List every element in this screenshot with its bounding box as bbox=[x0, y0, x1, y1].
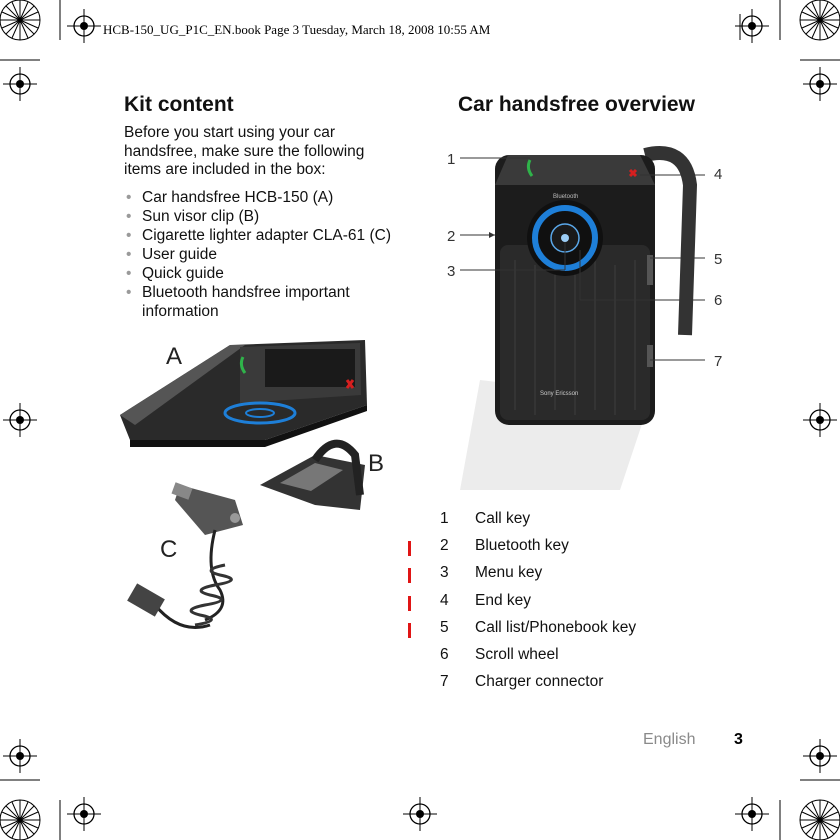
legend-label: Call list/Phonebook key bbox=[475, 619, 637, 636]
legend-number: 3 bbox=[440, 564, 449, 581]
figure-label-c: C bbox=[160, 536, 178, 563]
legend-number: 7 bbox=[440, 673, 449, 690]
legend-label: End key bbox=[475, 592, 532, 609]
page-number: 3 bbox=[734, 731, 743, 748]
legend-number: 1 bbox=[440, 510, 449, 527]
registration-mark-icon bbox=[802, 402, 838, 438]
figure-label-a: A bbox=[166, 343, 183, 370]
overview-title: Car handsfree overview bbox=[458, 93, 695, 116]
handsfree-device-illustration bbox=[120, 340, 367, 447]
figure-label-b: B bbox=[368, 450, 385, 477]
svg-text:Bluetooth: Bluetooth bbox=[553, 194, 578, 200]
registration-mark-icon bbox=[66, 8, 102, 44]
registration-mark-icon bbox=[802, 738, 838, 774]
legend-number: 2 bbox=[440, 537, 449, 554]
end-key-icon bbox=[628, 168, 638, 178]
legend-label: Menu key bbox=[475, 564, 543, 581]
change-bar bbox=[408, 623, 411, 638]
crop-mark-icon bbox=[0, 0, 41, 41]
crop-mark-icon bbox=[0, 799, 41, 840]
callout-5: 5 bbox=[714, 251, 723, 268]
cigarette-adapter-illustration bbox=[127, 482, 243, 629]
crop-mark-icon bbox=[799, 799, 840, 840]
callout-7: 7 bbox=[714, 353, 723, 370]
list-item: Sun visor clip (B) bbox=[124, 207, 424, 226]
list-item: Car handsfree HCB-150 (A) bbox=[124, 188, 424, 207]
change-bar bbox=[408, 568, 411, 583]
visor-clip-illustration bbox=[260, 439, 365, 510]
callout-1: 1 bbox=[447, 151, 456, 168]
list-item: User guide bbox=[124, 245, 424, 264]
list-item: Cigarette lighter adapter CLA-61 (C) bbox=[124, 226, 424, 245]
registration-mark-icon bbox=[2, 66, 38, 102]
callout-3: 3 bbox=[447, 263, 456, 280]
list-item: Bluetooth handsfree important informatio… bbox=[124, 283, 424, 321]
legend-label: Charger connector bbox=[475, 673, 604, 690]
legend-number: 5 bbox=[440, 619, 449, 636]
kit-intro: Before you start using your car handsfre… bbox=[124, 124, 365, 178]
call-key-icon bbox=[239, 356, 247, 374]
svg-text:Sony Ericsson: Sony Ericsson bbox=[540, 391, 578, 397]
registration-mark-icon bbox=[66, 796, 102, 832]
callout-2: 2 bbox=[447, 228, 456, 245]
legend-number: 6 bbox=[440, 646, 449, 663]
legend-label: Call key bbox=[475, 510, 531, 527]
crop-mark-icon bbox=[799, 0, 840, 41]
registration-mark-icon bbox=[2, 402, 38, 438]
device-overview-illustration: Bluetooth Sony Ericsson bbox=[460, 146, 705, 490]
kit-list: Car handsfree HCB-150 (A) Sun visor clip… bbox=[124, 188, 424, 321]
footer-language: English bbox=[643, 731, 696, 748]
legend-number: 4 bbox=[440, 592, 449, 609]
registration-mark-icon bbox=[402, 796, 438, 832]
kit-illustration bbox=[120, 340, 367, 629]
kit-content-title: Kit content bbox=[124, 93, 234, 116]
call-key-icon bbox=[526, 159, 534, 177]
end-key-icon bbox=[345, 379, 355, 389]
legend-label: Scroll wheel bbox=[475, 646, 559, 663]
change-bar bbox=[408, 541, 411, 556]
change-bar bbox=[408, 596, 411, 611]
list-item: Quick guide bbox=[124, 264, 424, 283]
callout-4: 4 bbox=[714, 166, 723, 183]
file-header: HCB-150_UG_P1C_EN.book Page 3 Tuesday, M… bbox=[103, 22, 491, 37]
callout-6: 6 bbox=[714, 292, 723, 309]
legend-label: Bluetooth key bbox=[475, 537, 569, 554]
registration-mark-icon bbox=[2, 738, 38, 774]
registration-mark-icon bbox=[802, 66, 838, 102]
registration-mark-icon bbox=[734, 796, 770, 832]
